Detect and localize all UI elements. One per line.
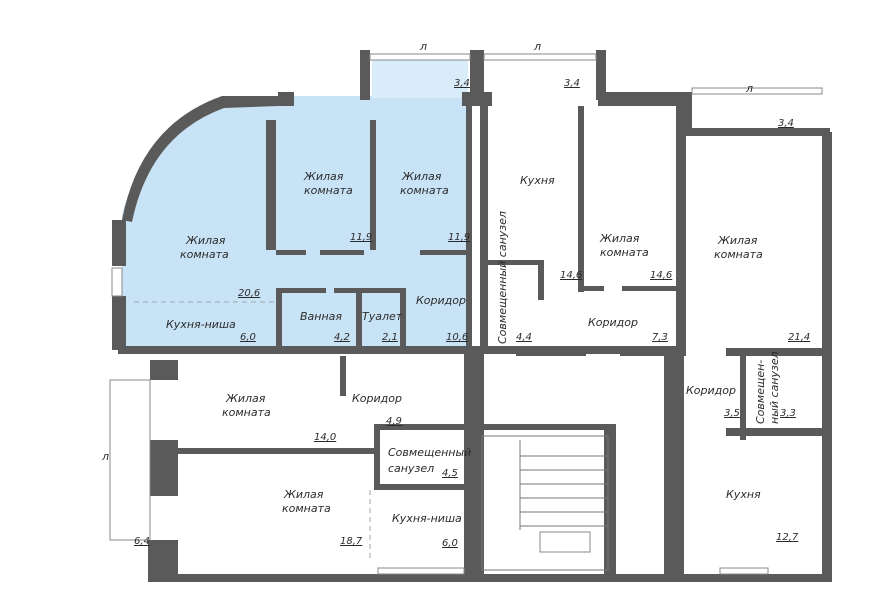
room-area: 6,4	[134, 536, 150, 547]
room-name: комната	[282, 502, 331, 515]
room-name: Коридор	[352, 392, 402, 405]
room-name: Кухня	[520, 174, 555, 187]
room-area: 7,3	[652, 332, 668, 343]
room-area: 6,0	[442, 538, 458, 549]
room-area: 14,6	[560, 270, 582, 281]
room-area: 6,0	[240, 332, 256, 343]
balcony-mark: л	[419, 40, 427, 53]
room-area: 3,4	[454, 78, 470, 89]
room-name: ный санузел	[768, 351, 781, 424]
room-name: Совмещенный	[388, 446, 471, 459]
windows	[109, 53, 823, 575]
room-area: 14,0	[314, 432, 336, 443]
room-area: 11,9	[350, 232, 372, 243]
staircase	[481, 435, 609, 571]
room-area: 3,3	[780, 408, 796, 419]
balcony-mark: л	[101, 450, 109, 463]
room-name: комната	[304, 184, 353, 197]
room-area: 21,4	[788, 332, 810, 343]
room-name: Жилая	[303, 170, 344, 183]
room-area: 12,7	[776, 532, 799, 543]
room-name: Коридор	[686, 384, 736, 397]
balcony-mark: л	[533, 40, 541, 53]
room-area: 4,5	[442, 468, 458, 479]
room-name: Кухня-ниша	[166, 318, 236, 331]
room-name: Совмещен-	[754, 360, 767, 424]
room-name: Жилая	[283, 488, 324, 501]
room-area: 18,7	[340, 536, 363, 547]
room-name: Жилая	[717, 234, 758, 247]
room-name: Жилая	[599, 232, 640, 245]
room-name: Ванная	[300, 310, 342, 323]
room-name: Туалет	[362, 310, 403, 323]
room-name: Жилая	[225, 392, 266, 405]
room-area: 10,6	[446, 332, 468, 343]
room-name: Совмещенный санузел	[496, 211, 509, 344]
room-name: комната	[600, 246, 649, 259]
room-name: Коридор	[416, 294, 466, 307]
room-name: комната	[400, 184, 449, 197]
room-area: 20,6	[238, 288, 260, 299]
room-name: Кухня	[726, 488, 761, 501]
room-area: 3,4	[778, 118, 794, 129]
room-name: Жилая	[401, 170, 442, 183]
room-name: Кухня-ниша	[392, 512, 462, 525]
room-name: комната	[222, 406, 271, 419]
room-area: 11,9	[448, 232, 470, 243]
room-name: комната	[180, 248, 229, 261]
room-area: 3,5	[724, 408, 740, 419]
room-area: 4,4	[516, 332, 532, 343]
balcony-mark: л	[745, 82, 753, 95]
room-name: санузел	[388, 462, 434, 475]
room-area: 4,2	[334, 332, 350, 343]
room-area: 3,4	[564, 78, 580, 89]
room-area: 4,9	[386, 416, 402, 427]
room-name: комната	[714, 248, 763, 261]
room-name: Жилая	[185, 234, 226, 247]
room-name: Коридор	[588, 316, 638, 329]
walls	[112, 50, 832, 582]
highlighted-apartment	[122, 56, 470, 348]
room-area: 14,6	[650, 270, 672, 281]
room-area: 2,1	[382, 332, 398, 343]
